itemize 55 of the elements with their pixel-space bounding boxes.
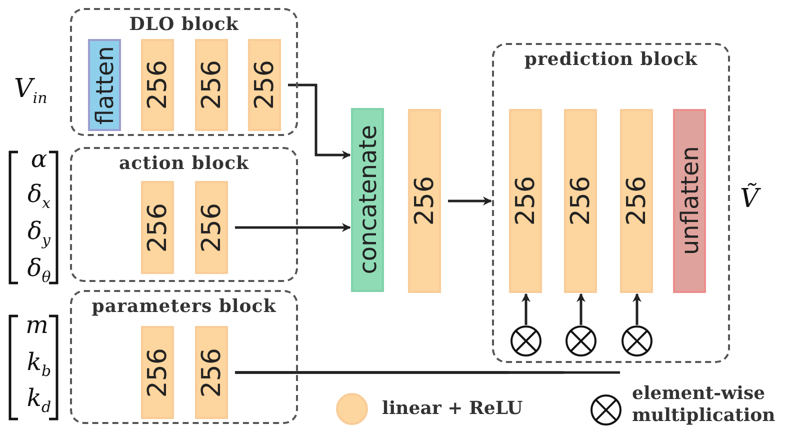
- linear-layer-bar: [509, 109, 542, 293]
- math-symbol: δ$_{y}$: [26, 219, 52, 248]
- layer-label: concatenate: [356, 125, 380, 275]
- flatten-layer-bar: [88, 39, 121, 131]
- math-symbol: m: [24, 313, 50, 337]
- layer-label: 256: [144, 202, 170, 252]
- arrow: [288, 84, 351, 160]
- layer-label: 256: [144, 60, 170, 110]
- block-outline: [70, 290, 298, 424]
- linear-layer-bar: [141, 326, 174, 419]
- layer-label: unflatten: [678, 146, 702, 256]
- linear-layer-bar: [195, 326, 228, 419]
- block-outline: [70, 8, 298, 136]
- arrow: [448, 196, 492, 206]
- math-symbol: k$_{d}$: [26, 386, 52, 415]
- multiply-node: [565, 325, 597, 357]
- linear-layer-bar: [195, 181, 228, 274]
- linear-layer-bar: [408, 109, 441, 293]
- math-symbol: k$_{b}$: [26, 350, 52, 379]
- linear-layer-bar: [141, 39, 174, 131]
- linear-layer-bar: [248, 39, 281, 131]
- block-title: parameters block: [90, 296, 278, 317]
- arrow: [235, 223, 351, 232]
- layer-label: flatten: [92, 46, 116, 124]
- multiply-node: [621, 325, 653, 357]
- arrow: [576, 293, 586, 325]
- layer-label: 256: [144, 348, 170, 398]
- block-title: DLO block: [128, 14, 240, 35]
- math-symbol: V$_{in}$: [14, 76, 48, 106]
- math-symbol: δ$_{θ}$: [26, 256, 52, 285]
- layer-label: 256: [624, 176, 650, 226]
- linear-layer-bar: [141, 181, 174, 274]
- layer-label: 256: [252, 60, 278, 110]
- layer-label: 256: [568, 176, 594, 226]
- arrow: [522, 293, 530, 325]
- linear-layer-bar: [195, 39, 228, 131]
- block-outline: [70, 147, 298, 282]
- layer-label: 256: [512, 176, 538, 226]
- block-title: prediction block: [523, 49, 699, 70]
- legend-text: element-wise multiplication: [632, 383, 776, 426]
- layer-label: 256: [198, 202, 224, 252]
- concatenate-layer-bar: [351, 108, 384, 292]
- math-symbol: δ$_{x}$: [26, 182, 52, 211]
- layer-label: 256: [198, 348, 224, 398]
- linear-layer-bar: [564, 109, 597, 293]
- linear-layer-bar: [620, 109, 653, 293]
- unflatten-layer-bar: [673, 109, 706, 293]
- block-outline: [492, 43, 730, 363]
- multiply-node: [510, 325, 542, 357]
- math-symbol: α: [30, 147, 48, 171]
- block-title: action block: [118, 153, 250, 174]
- legend-text: linear + ReLU: [382, 398, 523, 420]
- layer-label: 256: [198, 60, 224, 110]
- arrow: [632, 293, 642, 325]
- layer-label: 256: [412, 176, 438, 226]
